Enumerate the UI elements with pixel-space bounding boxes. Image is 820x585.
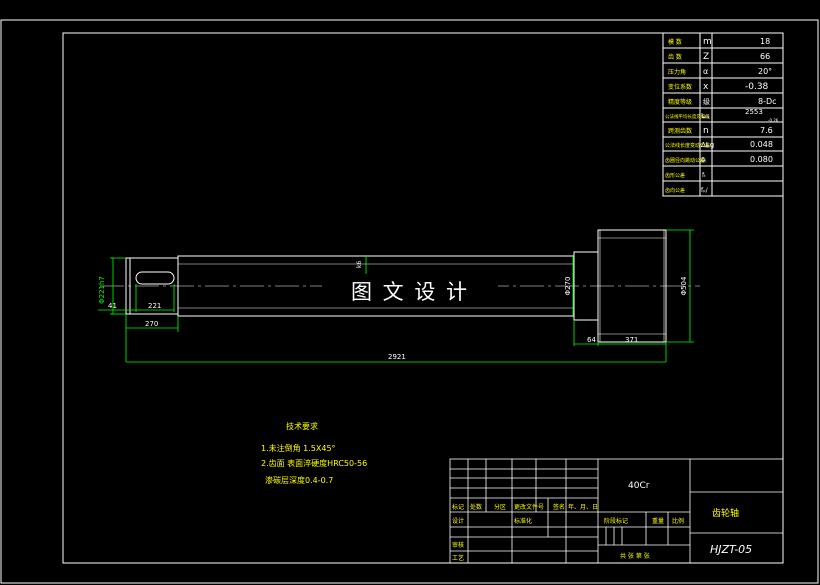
tb-label-zone: 分区 bbox=[494, 503, 506, 511]
inner-frame bbox=[62, 32, 784, 564]
dim-41: 41 bbox=[108, 302, 117, 310]
param-symbol: m bbox=[703, 37, 712, 47]
dimensions bbox=[98, 229, 694, 363]
param-symbol: 级 bbox=[703, 97, 710, 106]
param-name: 公法线平均长度及偏差 bbox=[665, 113, 710, 120]
tb-material: 40Cr bbox=[628, 481, 650, 491]
param-name: 公法线长度变动公差 bbox=[665, 142, 710, 149]
tb-label-weight: 重量 bbox=[652, 517, 664, 525]
param-value: 2553 bbox=[745, 108, 763, 116]
dim-64: 64 bbox=[587, 336, 596, 344]
tb-label-date: 年、月、日 bbox=[568, 503, 598, 511]
param-name: 精度等级 bbox=[668, 98, 692, 106]
gear-parameter-table: 模 数 m 18 齿 数 Z 66 压力角 α 20° 变位系数 x -0.38… bbox=[662, 32, 784, 197]
param-name: 跨测齿数 bbox=[668, 127, 692, 135]
param-symbol: x bbox=[703, 82, 709, 92]
param-symbol: Z bbox=[703, 52, 709, 62]
param-symbol: δᵢ bbox=[701, 156, 707, 164]
tb-label-change-file: 更改文件号 bbox=[514, 503, 544, 511]
param-symbol: ΔLg bbox=[701, 141, 714, 149]
keyway bbox=[135, 271, 175, 285]
param-name: 齿圈径向跳动公差 bbox=[665, 157, 705, 164]
tb-label-stage: 阶段标记 bbox=[604, 517, 628, 525]
tech-req-title: 技术要求 bbox=[286, 421, 318, 431]
param-value: 66 bbox=[760, 52, 770, 61]
tech-req-item: 2.齿面 表面淬硬度HRC50-56 bbox=[261, 458, 367, 468]
dim-270: 270 bbox=[145, 320, 158, 328]
dim-fit: k6 bbox=[356, 261, 363, 268]
tb-label-standardize: 标准化 bbox=[514, 517, 532, 525]
technical-requirements: 技术要求 1.未注倒角 1.5X45° 2.齿面 表面淬硬度HRC50-56 渗… bbox=[261, 421, 367, 485]
tech-req-item: 渗碳层深度0.4-0.7 bbox=[265, 475, 333, 485]
dim-2921: 2921 bbox=[388, 353, 406, 361]
param-name: 齿 数 bbox=[668, 53, 682, 61]
param-symbol: fₜ bbox=[702, 172, 706, 179]
param-value: -0.38 bbox=[745, 82, 769, 92]
dim-gear-diameter: Φ504 bbox=[680, 276, 688, 295]
param-value: 18 bbox=[760, 37, 770, 46]
param-symbol: Lₘ bbox=[701, 112, 709, 120]
tb-label-scale: 比例 bbox=[672, 517, 684, 525]
param-name: 齿向公差 bbox=[665, 187, 685, 194]
tb-label-count: 处数 bbox=[470, 503, 482, 511]
param-name: 压力角 bbox=[668, 68, 686, 76]
tb-drawing-no: HJZT-05 bbox=[710, 543, 752, 556]
param-value: 20° bbox=[758, 67, 772, 76]
dim-journal-diameter: Φ221h7 bbox=[98, 276, 106, 304]
param-symbol: n bbox=[703, 126, 709, 136]
param-tolerance: -0.26 bbox=[768, 118, 779, 123]
param-value: 0.080 bbox=[750, 155, 773, 164]
tb-sheets: 共 张 第 张 bbox=[620, 552, 650, 560]
tech-req-item: 1.未注倒角 1.5X45° bbox=[261, 443, 336, 453]
watermark-backdrop bbox=[322, 277, 498, 303]
tb-label-process: 工艺 bbox=[452, 554, 464, 562]
outer-frame bbox=[0, 19, 819, 584]
watermark-text: 图 文 设 计 bbox=[351, 280, 469, 304]
tb-label-design: 设计 bbox=[452, 517, 464, 525]
tb-label-check: 审核 bbox=[452, 541, 464, 549]
tb-label-mark: 标记 bbox=[452, 503, 464, 511]
param-symbol: fₚ/ bbox=[701, 187, 709, 194]
param-name: 模 数 bbox=[668, 38, 682, 46]
param-value: 8-Dc bbox=[758, 97, 777, 106]
dim-371: 371 bbox=[625, 336, 638, 344]
param-name: 变位系数 bbox=[668, 83, 692, 91]
dim-shaft-diameter: Φ270 bbox=[564, 277, 572, 296]
param-symbol: α bbox=[703, 67, 708, 76]
param-value: 0.048 bbox=[750, 140, 773, 149]
param-value: 7.6 bbox=[760, 126, 773, 135]
dim-221: 221 bbox=[148, 302, 161, 310]
title-block bbox=[449, 458, 784, 564]
tb-label-sign: 签名 bbox=[553, 503, 565, 511]
tb-part-name: 齿轮轴 bbox=[712, 507, 739, 519]
param-name: 齿形公差 bbox=[665, 172, 685, 179]
